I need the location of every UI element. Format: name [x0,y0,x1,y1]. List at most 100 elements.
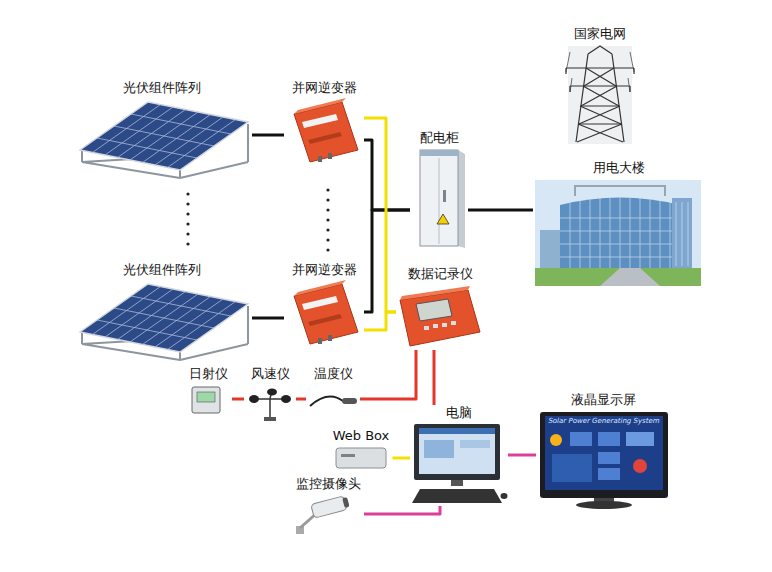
lcd-screen-icon [540,412,668,498]
node-label: 日射仪 [189,366,228,382]
computer-icon [414,424,500,480]
cable-line [364,506,440,514]
inverter-node: 并网逆变器 [284,262,364,348]
datalogger-icon [424,326,429,330]
lcd-screen-icon [598,432,620,446]
solar-array-node: 光伏组件阵列 [72,262,252,362]
lcd-screen-icon [633,459,647,473]
ellipsis-dots [326,198,329,201]
screen-caption: Solar Power Generating System [548,417,660,426]
tower-icon [577,68,623,142]
computer-icon [412,424,508,503]
cabinet-icon [420,150,458,156]
node-label: 并网逆变器 [292,80,357,96]
anemometer-icon [281,395,291,403]
tower-icon [566,68,634,92]
ellipsis-dots [186,222,189,225]
cable-line [364,118,396,312]
node-label: 液晶显示屏 [571,392,636,408]
building-icon [560,197,680,268]
tower-icon [568,46,632,144]
camera-icon [311,495,350,518]
inverter-node: 并网逆变器 [284,80,364,166]
inverter-icon [328,153,332,159]
computer-icon [460,440,490,448]
solar-array-node: 光伏组件阵列 [72,80,252,180]
building-icon [672,198,692,268]
lcd-screen-icon [552,454,592,482]
cabinet-node: 配电柜 [410,130,468,250]
sensor-node: 日射仪 [184,366,232,418]
datalogger-icon [451,321,456,325]
anemometer-icon [264,417,276,421]
cable-line [433,350,436,405]
webbox-icon [336,448,386,468]
node-label: Web Box [333,428,390,444]
tower-icon [566,46,634,144]
ellipsis-dots [326,218,329,221]
inverter-icon [302,114,338,128]
ellipsis-dots [326,248,329,251]
datalogger-icon [400,290,480,346]
building-node: 用电大楼 [533,160,705,288]
lcd-screen-icon [545,416,663,490]
inverter-icon [294,98,358,162]
anemometer-icon [254,392,286,418]
node-label: 风速仪 [251,366,290,382]
inverter-icon [308,132,342,144]
solar-array [80,102,248,170]
node-label: 温度仪 [314,366,353,382]
cabinet-icon [420,150,458,246]
ellipsis-dots [186,232,189,235]
lcd-screen-icon [598,468,620,480]
ellipsis-dots [326,228,329,231]
node-label: 光伏组件阵列 [123,80,201,96]
ellipsis-dots [326,208,329,211]
node-label: 并网逆变器 [292,262,357,278]
webbox-node: Web Box [330,428,393,472]
datalogger-icon [442,323,447,327]
ellipsis-dots [326,188,329,191]
cable-line [252,317,284,320]
ellipsis-dots [186,188,329,251]
node-label: 电脑 [446,405,472,421]
tower-icon [566,52,634,92]
ellipsis-dots [186,242,189,245]
cable-line [364,312,396,330]
pyranometer-icon [192,387,220,413]
inverter-icon [318,156,322,162]
cabinet-icon [437,214,449,224]
ellipsis-dots [326,238,329,241]
computer-icon [451,480,463,486]
pyranometer-icon [192,387,220,413]
node-label: 监控摄像头 [296,476,361,492]
cable-line [508,454,536,457]
solar-array [80,102,248,170]
building-icon [676,202,688,266]
datalogger-node: 数据记录仪 [396,266,484,350]
thermometer-icon [310,397,357,406]
node-label: 光伏组件阵列 [123,262,201,278]
lcd-screen-icon [570,432,592,446]
lcd-screen-icon [598,452,620,464]
solar-array [80,102,248,170]
solar-array [80,102,248,178]
building-icon [600,268,660,286]
building-icon [535,268,701,286]
cabinet-icon [420,150,465,248]
webbox-icon [341,454,355,457]
cable-line [468,209,533,212]
ellipsis-dots [186,212,189,215]
lcd-screen-icon [576,501,632,509]
cable-line [360,350,416,399]
datalogger-icon [400,286,480,346]
cabinet-icon [458,150,465,248]
computer-icon [424,440,454,458]
ellipsis-dots [186,202,189,205]
lcd-screen-icon [540,412,668,509]
webbox-icon [336,448,386,468]
datalogger-icon [400,286,470,300]
sensor-node: 风速仪 [244,366,296,424]
cable-line [393,457,411,460]
node-label: 国家电网 [574,26,626,42]
